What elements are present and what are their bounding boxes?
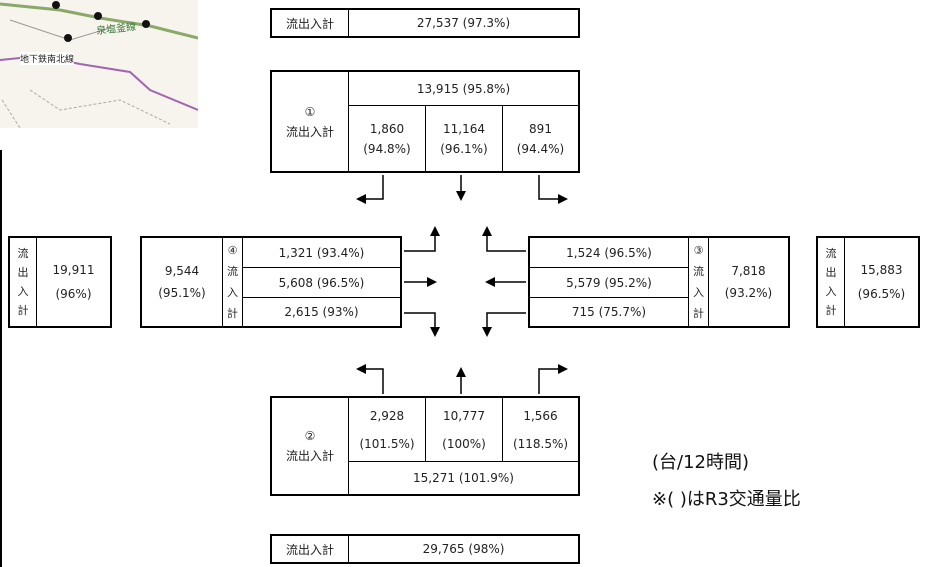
east-outer-values: 15,883 (96.5%) xyxy=(844,238,918,326)
north-right-value: 891 xyxy=(529,121,552,136)
west-approach-label: ④ 流 入 計 xyxy=(222,238,242,326)
north-total-label: 流出入計 xyxy=(285,124,334,139)
map-subway-label: 地下鉄南北線 xyxy=(20,52,75,65)
south-left-turn: 1,566 (118.5%) xyxy=(502,398,578,461)
south-left-arrow xyxy=(356,364,384,394)
east-left-turn: 715 (75.7%) xyxy=(530,297,688,326)
south-approach-label: ② 流出入計 xyxy=(272,398,348,494)
east-outer-label: 流 出 入 計 xyxy=(818,238,844,326)
west-outer-values: 19,911 (96%) xyxy=(36,238,110,326)
west-left-arrow xyxy=(404,312,440,337)
west-total-ratio: (95.1%) xyxy=(158,286,206,300)
west-label-char-3: 計 xyxy=(227,307,238,320)
north-right-ratio: (94.4%) xyxy=(516,141,565,156)
north-left-arrow xyxy=(356,175,384,204)
south-right-arrow xyxy=(538,364,568,394)
east-outer-char-2: 出 xyxy=(825,266,837,279)
east-outer-total-box: 流 出 入 計 15,883 (96.5%) xyxy=(816,236,920,328)
north-left-ratio: (94.8%) xyxy=(363,141,411,156)
south-through: 10,777 (100%) xyxy=(425,398,502,461)
east-label-char-3: 計 xyxy=(693,307,704,320)
bottom-total-box: 流出入計 29,765 (98%) xyxy=(270,534,580,564)
east-right-turn: 1,524 (96.5%) xyxy=(566,245,652,260)
location-map: 泉塩釜線 地下鉄南北線 xyxy=(0,0,198,128)
top-total-box: 流出入計 27,537 (97.3%) xyxy=(270,8,580,38)
west-total: 9,544 (95.1%) xyxy=(142,238,222,326)
west-outer-char-4: 計 xyxy=(17,304,29,317)
top-total-label: 流出入計 xyxy=(285,16,334,31)
west-right-arrow xyxy=(404,226,440,252)
north-approach-box: ① 流出入計 13,915 (95.8%) 1,860 (94.8%) 11,1… xyxy=(270,70,580,173)
east-approach-box: 1,524 (96.5%) 5,579 (95.2%) 715 (75.7%) … xyxy=(528,236,790,328)
south-total: 15,271 (101.9%) xyxy=(348,461,578,494)
east-number: ③ xyxy=(693,244,704,257)
west-outer-label: 流 出 入 計 xyxy=(10,238,36,326)
west-outer-value: 19,911 xyxy=(52,263,95,277)
west-right-turn: 1,321 (93.4%) xyxy=(242,238,400,267)
south-right-turn: 2,928 (101.5%) xyxy=(348,398,425,461)
bottom-total-label: 流出入計 xyxy=(285,542,334,557)
east-total-value: 7,818 xyxy=(731,264,766,278)
map-frame-line xyxy=(0,150,2,567)
south-number: ② xyxy=(304,429,316,443)
east-right-arrow xyxy=(482,226,526,252)
south-right-value: 2,928 xyxy=(369,408,405,423)
top-total-value: 27,537 (97.3%) xyxy=(348,10,578,36)
west-total-value: 9,544 xyxy=(164,264,200,278)
west-outer-char-3: 入 xyxy=(17,285,29,298)
north-total: 13,915 (95.8%) xyxy=(348,72,578,105)
east-outer-char-4: 計 xyxy=(825,304,837,317)
east-outer-char-3: 入 xyxy=(825,285,837,298)
east-total: 7,818 (93.2%) xyxy=(708,238,788,326)
north-right-arrow xyxy=(538,175,568,204)
west-label-char-1: 流 xyxy=(227,265,238,278)
north-number: ① xyxy=(304,104,316,119)
unit-note: (台/12時間) xyxy=(652,452,750,473)
south-approach-box: ② 流出入計 2,928 (101.5%) 10,777 (100%) 1,56… xyxy=(270,396,580,496)
south-through-ratio: (100%) xyxy=(442,436,486,451)
east-label-char-2: 入 xyxy=(693,286,704,299)
east-label-char-1: 流 xyxy=(693,265,704,278)
north-approach-label: ① 流出入計 xyxy=(272,72,348,171)
north-left-turn: 1,860 (94.8%) xyxy=(348,105,425,171)
south-total-label: 流出入計 xyxy=(285,449,334,463)
west-outer-ratio: (96%) xyxy=(55,287,92,301)
north-right-turn: 891 (94.4%) xyxy=(502,105,578,171)
north-through-value: 11,164 xyxy=(443,121,485,136)
bottom-total-value: 29,765 (98%) xyxy=(348,536,578,562)
east-through: 5,579 (95.2%) xyxy=(530,267,688,297)
south-through-value: 10,777 xyxy=(443,408,485,423)
north-through-ratio: (96.1%) xyxy=(440,141,488,156)
north-left-value: 1,860 xyxy=(369,121,405,136)
west-label-char-2: 入 xyxy=(227,286,238,299)
north-through: 11,164 (96.1%) xyxy=(425,105,502,171)
east-outer-char-1: 流 xyxy=(825,247,837,260)
east-approach-label: ③ 流 入 計 xyxy=(688,238,708,326)
ratio-note: ※( )はR3交通量比 xyxy=(652,489,801,510)
west-approach-box: 9,544 (95.1%) ④ 流 入 計 1,321 (93.4%) 5,60… xyxy=(140,236,402,328)
south-left-ratio: (118.5%) xyxy=(512,436,569,451)
west-outer-char-2: 出 xyxy=(17,266,29,279)
south-left-value: 1,566 xyxy=(523,408,558,423)
east-left-arrow xyxy=(482,312,526,337)
west-left-turn: 2,615 (93%) xyxy=(242,297,400,326)
west-through: 5,608 (96.5%) xyxy=(242,267,400,297)
west-outer-char-1: 流 xyxy=(17,247,29,260)
east-outer-ratio: (96.5%) xyxy=(857,287,906,301)
east-total-ratio: (93.2%) xyxy=(724,286,773,300)
east-outer-value: 15,883 xyxy=(860,263,903,277)
west-number: ④ xyxy=(227,244,238,257)
south-right-ratio: (101.5%) xyxy=(359,436,415,451)
west-outer-total-box: 流 出 入 計 19,911 (96%) xyxy=(8,236,112,328)
